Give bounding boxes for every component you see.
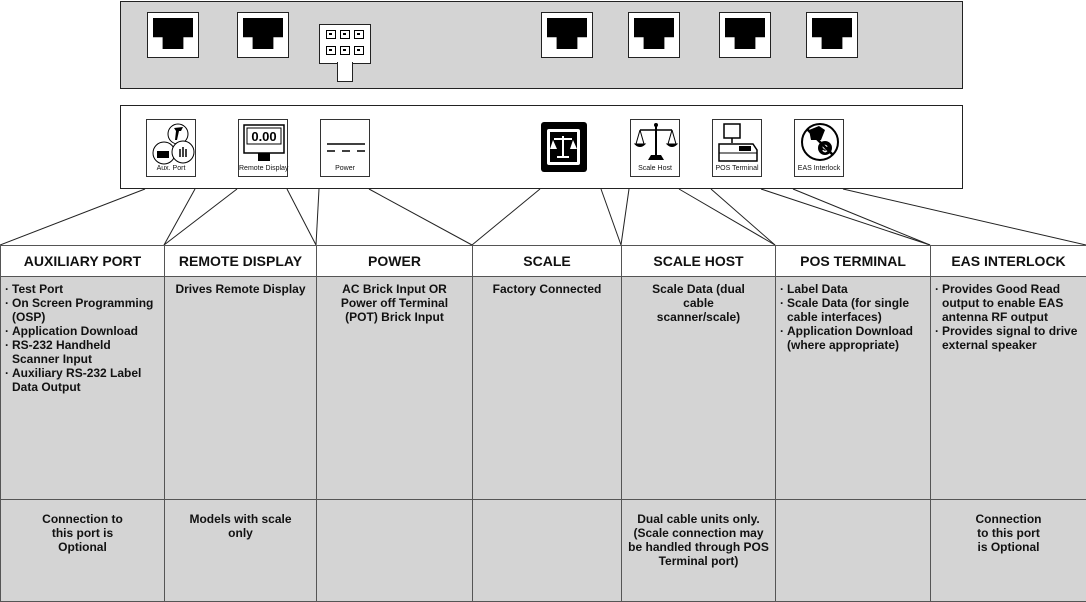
scale-description: Factory Connected <box>473 277 622 500</box>
list-item: RS-232 Handheld Scanner Input <box>5 338 160 366</box>
aux-port-icon-tile: Aux. Port <box>146 119 196 177</box>
remote-display-header: REMOTE DISPLAY <box>165 246 317 277</box>
power-description: AC Brick Input OR Power off Terminal (PO… <box>317 277 473 500</box>
remote-display-connector <box>237 12 289 58</box>
eas-interlock-description: Provides Good Read output to enable EAS … <box>931 277 1086 500</box>
list-item: Label Data <box>780 282 926 296</box>
aux-port-description: Test Port On Screen Programming (OSP) Ap… <box>1 277 165 500</box>
aux-port-connector <box>147 12 199 58</box>
scale-header: SCALE <box>473 246 622 277</box>
power-icon-tile: Power <box>320 119 370 177</box>
scale-host-icon-tile: Scale Host <box>630 119 680 177</box>
remote-display-icon-tile: 0.00 Remote Display <box>238 119 288 177</box>
table-note-row: Connection to this port is Optional Mode… <box>1 500 1086 602</box>
list-item: Application Download <box>5 324 160 338</box>
aux-port-note: Connection to this port is Optional <box>1 500 165 602</box>
table-description-row: Test Port On Screen Programming (OSP) Ap… <box>1 277 1086 500</box>
remote-display-caption: Remote Display <box>239 165 287 173</box>
connector-panel <box>120 1 963 89</box>
scale-note <box>473 500 622 602</box>
pos-terminal-connector <box>719 12 771 58</box>
power-caption: Power <box>321 165 369 173</box>
list-item: Application Download (where appropriate) <box>780 324 926 352</box>
pos-terminal-note <box>776 500 931 602</box>
list-item: Test Port <box>5 282 160 296</box>
scale-icon-tile <box>540 119 590 177</box>
scale-host-description: Scale Data (dual cable scanner/scale) <box>622 277 776 500</box>
scale-connector <box>541 12 593 58</box>
list-item: Provides Good Read output to enable EAS … <box>935 282 1082 324</box>
pos-terminal-icon-tile: POS Terminal <box>712 119 762 177</box>
scale-balance-icon <box>540 119 590 177</box>
remote-display-note: Models with scale only <box>165 500 317 602</box>
aux-port-caption: Aux. Port <box>147 165 195 173</box>
pos-terminal-caption: POS Terminal <box>713 165 761 173</box>
power-note <box>317 500 473 602</box>
power-connector <box>319 24 371 86</box>
list-item: Auxiliary RS-232 Label Data Output <box>5 366 160 394</box>
remote-display-description: Drives Remote Display <box>165 277 317 500</box>
table-header-row: AUXILIARY PORT REMOTE DISPLAY POWER SCAL… <box>1 246 1086 277</box>
power-header: POWER <box>317 246 473 277</box>
list-item: Provides signal to drive external speake… <box>935 324 1082 352</box>
port-icon-strip: Aux. Port 0.00 Remote Display Power <box>120 105 963 189</box>
eas-interlock-connector <box>806 12 858 58</box>
scale-host-note: Dual cable units only. (Scale connection… <box>622 500 776 602</box>
list-item: On Screen Programming (OSP) <box>5 296 160 324</box>
remote-display-readout: 0.00 <box>251 129 276 144</box>
eas-interlock-header: EAS INTERLOCK <box>931 246 1086 277</box>
list-item: Scale Data (for single cable interfaces) <box>780 296 926 324</box>
eas-interlock-caption: EAS Interlock <box>795 165 843 173</box>
eas-interlock-icon-tile: $ EAS Interlock <box>794 119 844 177</box>
scale-host-caption: Scale Host <box>631 165 679 173</box>
ports-table: AUXILIARY PORT REMOTE DISPLAY POWER SCAL… <box>0 245 1086 602</box>
pos-terminal-description: Label Data Scale Data (for single cable … <box>776 277 931 500</box>
eas-interlock-note: Connection to this port is Optional <box>931 500 1086 602</box>
aux-port-header: AUXILIARY PORT <box>1 246 165 277</box>
scale-host-header: SCALE HOST <box>622 246 776 277</box>
scale-host-connector <box>628 12 680 58</box>
pos-terminal-header: POS TERMINAL <box>776 246 931 277</box>
